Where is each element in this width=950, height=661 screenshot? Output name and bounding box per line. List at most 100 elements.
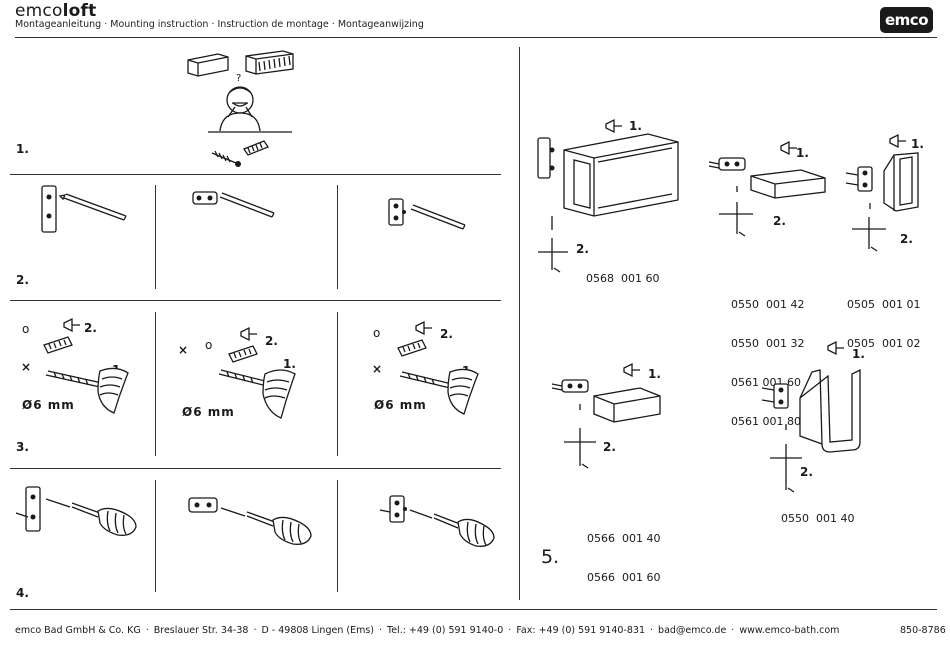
arrow-label: 1. [283,357,296,371]
step5-label: 2. [800,465,813,479]
svg-text:?: ? [236,73,241,84]
hollow-wall-circle-symbol: o [373,326,381,340]
article-number: 0566 001 60 [587,571,661,584]
screw-icon [409,509,433,519]
screw-icon [211,150,241,167]
drill-diameter: Ø6 mm [182,405,235,419]
wall-plate-icon [561,379,589,393]
rotate-arrow-icon [605,118,622,134]
drill-bit-icon [218,369,270,387]
wall-plate-icon [192,191,218,205]
drill-diameter: Ø6 mm [22,398,75,412]
step4-screwing-2 [188,497,312,545]
wall-plate-icon [25,486,41,532]
step5-label: 2. [900,232,913,246]
rotate-arrow-icon [415,320,432,336]
screw-icon [379,509,391,513]
rotate-arrow-icon [63,317,80,333]
wall-plate-icon [857,166,873,192]
footer-city: D - 49808 Lingen (Ems) [261,625,374,636]
row-divider-2 [10,300,501,301]
screw-icon [220,507,246,517]
step5-variant-d [551,362,661,469]
wall-plug-icon [228,345,258,363]
footer-tel: Tel.: +49 (0) 591 9140-0 [387,625,504,636]
footer-rule [10,609,937,610]
step2-marking-single-hole [41,185,127,233]
screw-icon [845,172,859,186]
row-divider-1 [10,174,501,175]
rotate-arrow-icon [780,140,797,156]
brand-suffix: loft [62,1,97,21]
towel-hook-icon [750,169,826,199]
footer-street: Breslauer Str. 34-38 [153,625,249,636]
header-rule [15,37,937,38]
arrow-label: 2. [265,334,278,348]
cell-divider [337,480,338,592]
step4-screwing-3 [379,495,495,547]
article-number: 0568 001 60 [586,272,660,285]
arrow-label: 2. [84,321,97,335]
step5-label: 1. [796,146,809,160]
wall-plate-icon [188,497,218,513]
allen-key-icon [770,444,802,493]
screw-icon [708,161,720,169]
cell-divider [155,312,156,456]
brand-name: emcoloft [15,1,96,21]
solid-wall-cross-symbol: × [178,343,189,357]
footer-address: emco Bad GmbH & Co. KG·Breslauer Str. 34… [15,625,840,636]
toilet-roll-holder-icon [799,368,861,453]
solid-wall-block-icon [187,53,229,77]
hook-icon [883,152,919,212]
article-number: 0561 001 80 [731,415,801,428]
step5-label: 2. [603,440,616,454]
article-number: 0550 001 40 [781,512,855,525]
screw-icon [761,387,775,403]
step5-variant-e [761,340,861,493]
step5-label: 1. [629,119,642,133]
drill-chuck-icon [97,367,129,414]
allen-key-icon [538,238,568,273]
brand-prefix: emco [15,1,63,21]
drill-bit-icon [45,370,103,388]
step-number-4: 4. [16,586,29,600]
thinking-person-icon [219,86,261,132]
cell-divider [155,185,156,289]
footer-email[interactable]: bad@emco.de [658,625,727,636]
article-number-list: 0550 001 42 0550 001 32 0561 001 60 0561… [731,272,804,441]
drill-chuck-icon [262,369,296,419]
rotate-arrow-icon [889,133,906,149]
step5-variant-a [537,118,679,273]
step2-marking-double-plate [192,191,275,218]
screwdriver-shaft-icon [246,511,276,527]
wall-plug-icon [43,336,73,354]
screw-icon [15,512,29,518]
allen-key-icon [564,428,596,469]
hollow-wall-circle-symbol: o [205,338,213,352]
step5-label: 2. [773,214,786,228]
article-number: 0505 001 01 [847,298,921,311]
step1-illustration: ? [187,50,294,167]
wall-plate-icon [773,383,789,409]
step3-drilling-3 [397,320,479,415]
solid-wall-cross-symbol: × [21,360,32,374]
screw-icon [45,498,71,508]
step-number-1: 1. [16,142,29,156]
wall-plate-icon [389,495,405,523]
step5-label: 1. [852,347,865,361]
screwdriver-shaft-icon [433,513,461,529]
wall-plug-icon [243,140,269,156]
article-number: 0550 001 32 [731,337,805,350]
pencil-icon [219,192,275,218]
footer-website[interactable]: www.emco-bath.com [739,625,840,636]
drill-diameter: Ø6 mm [374,398,427,412]
rotate-arrow-icon [827,340,844,356]
step5-label: 1. [648,367,661,381]
step-number-5: 5. [541,546,560,568]
allen-key-icon [719,202,753,237]
pencil-icon [63,193,127,221]
step5-variant-c [845,133,919,252]
hollow-brick-icon [245,50,294,75]
step3-drilling-1 [43,317,129,414]
rotate-arrow-icon [623,362,640,378]
